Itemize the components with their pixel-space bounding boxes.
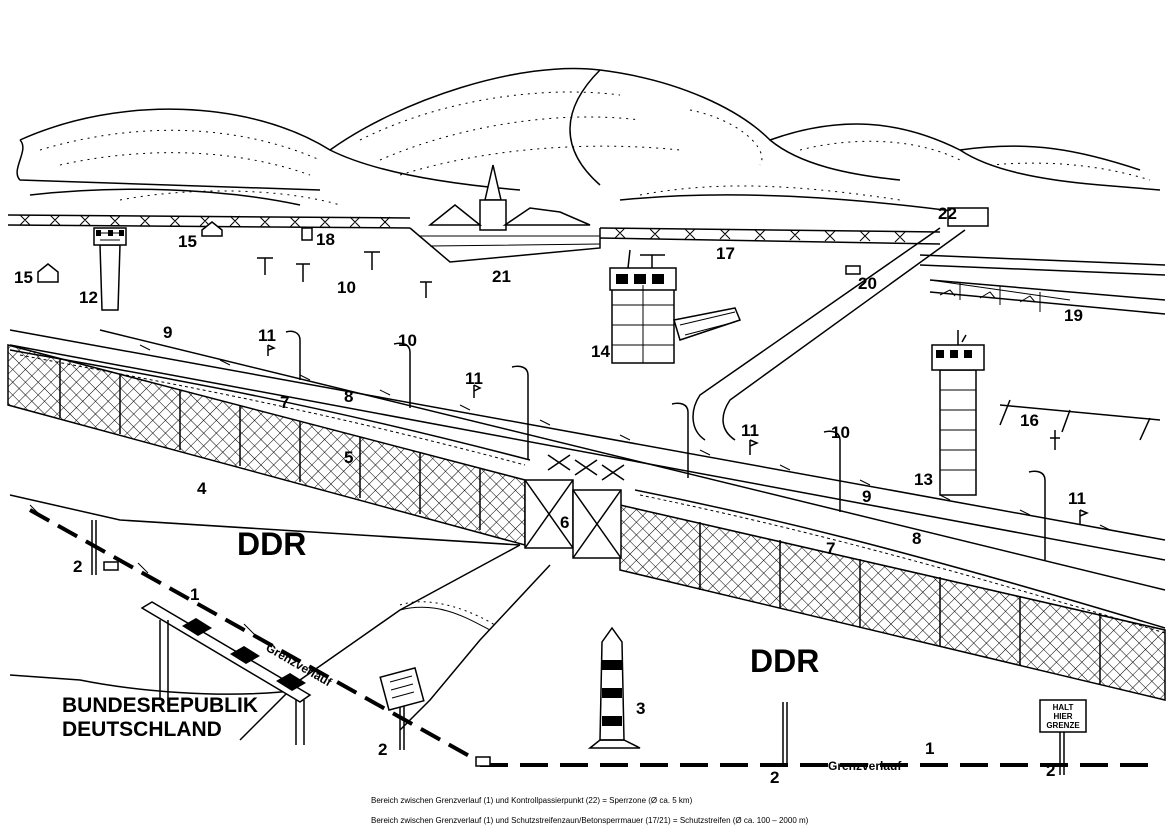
dog-runs bbox=[929, 279, 1071, 312]
num-14: 14 bbox=[591, 342, 610, 361]
num-10-b: 10 bbox=[831, 423, 850, 442]
num-7-left: 7 bbox=[280, 393, 289, 412]
huts bbox=[37, 221, 313, 283]
num-9-left: 9 bbox=[163, 323, 172, 342]
num-1-bottom: 1 bbox=[925, 739, 934, 758]
number-callouts: 1 1 2 2 2 2 3 4 5 6 7 7 8 8 9 9 10 10 10… bbox=[14, 204, 1086, 787]
sign-halt-line1: HALT bbox=[1053, 703, 1074, 712]
hills bbox=[16, 67, 1161, 213]
road-lamps bbox=[285, 330, 1046, 560]
label-brd-line1: BUNDESREPUBLIK bbox=[62, 694, 258, 717]
num-18: 18 bbox=[316, 230, 335, 249]
caption-line-1: Bereich zwischen Grenzverlauf (1) und Ko… bbox=[371, 796, 693, 805]
num-10-field: 10 bbox=[337, 278, 356, 297]
caption-line-2: Bereich zwischen Grenzverlauf (1) und Sc… bbox=[371, 816, 809, 825]
village-behind-wall bbox=[409, 164, 601, 263]
num-5: 5 bbox=[344, 448, 353, 467]
boundary-stone-3 bbox=[587, 626, 641, 749]
num-13: 13 bbox=[914, 470, 933, 489]
num-8-right: 8 bbox=[912, 529, 921, 548]
num-11-b: 11 bbox=[465, 369, 483, 388]
num-15-left: 15 bbox=[14, 268, 33, 287]
watchtower-tall-13 bbox=[931, 330, 985, 496]
border-barrier bbox=[140, 601, 312, 745]
mesh-fence bbox=[7, 344, 1166, 701]
sign-halt-line3: GRENZE bbox=[1046, 721, 1080, 730]
border-posts bbox=[91, 520, 1087, 775]
num-19: 19 bbox=[1064, 306, 1083, 325]
num-10-a: 10 bbox=[398, 331, 417, 350]
num-2-mid: 2 bbox=[770, 768, 779, 787]
num-11-a: 11 bbox=[258, 326, 276, 345]
label-grenzverlauf-bottom: Grenzverlauf bbox=[828, 759, 902, 773]
num-2-right: 2 bbox=[1046, 761, 1055, 780]
watchtower-round-12 bbox=[93, 227, 127, 311]
tank-traps bbox=[547, 454, 625, 481]
num-17: 17 bbox=[716, 244, 735, 263]
num-12: 12 bbox=[79, 288, 98, 307]
fence-gate-6 bbox=[524, 479, 622, 559]
sign-halt-line2: HIER bbox=[1053, 712, 1072, 721]
num-1-diag: 1 bbox=[190, 585, 199, 604]
patrol-road bbox=[9, 329, 1166, 591]
num-7-right: 7 bbox=[826, 539, 835, 558]
num-9-right: 9 bbox=[862, 487, 871, 506]
back-fence bbox=[7, 214, 1166, 315]
num-2-left: 2 bbox=[73, 557, 82, 576]
num-6: 6 bbox=[560, 513, 569, 532]
label-ddr-right: DDR bbox=[750, 643, 819, 679]
watchtower-square-14 bbox=[609, 249, 742, 364]
num-2-sign: 2 bbox=[378, 740, 387, 759]
field-lights bbox=[257, 251, 432, 298]
num-11-d: 11 bbox=[1068, 489, 1086, 508]
num-20: 20 bbox=[858, 274, 877, 293]
num-22: 22 bbox=[938, 204, 957, 223]
border-line bbox=[29, 504, 1160, 767]
label-brd-line2: DEUTSCHLAND bbox=[62, 718, 222, 741]
signal-posts bbox=[267, 344, 1089, 525]
num-15-top: 15 bbox=[178, 232, 197, 251]
num-8-left: 8 bbox=[344, 387, 353, 406]
access-road bbox=[692, 207, 989, 441]
num-16: 16 bbox=[1020, 411, 1039, 430]
label-ddr-left: DDR bbox=[237, 526, 306, 562]
num-11-c: 11 bbox=[741, 421, 759, 440]
num-3: 3 bbox=[636, 699, 645, 718]
num-4: 4 bbox=[197, 479, 207, 498]
training-frame-16 bbox=[999, 399, 1161, 450]
num-21: 21 bbox=[492, 267, 511, 286]
foreground bbox=[9, 494, 551, 741]
